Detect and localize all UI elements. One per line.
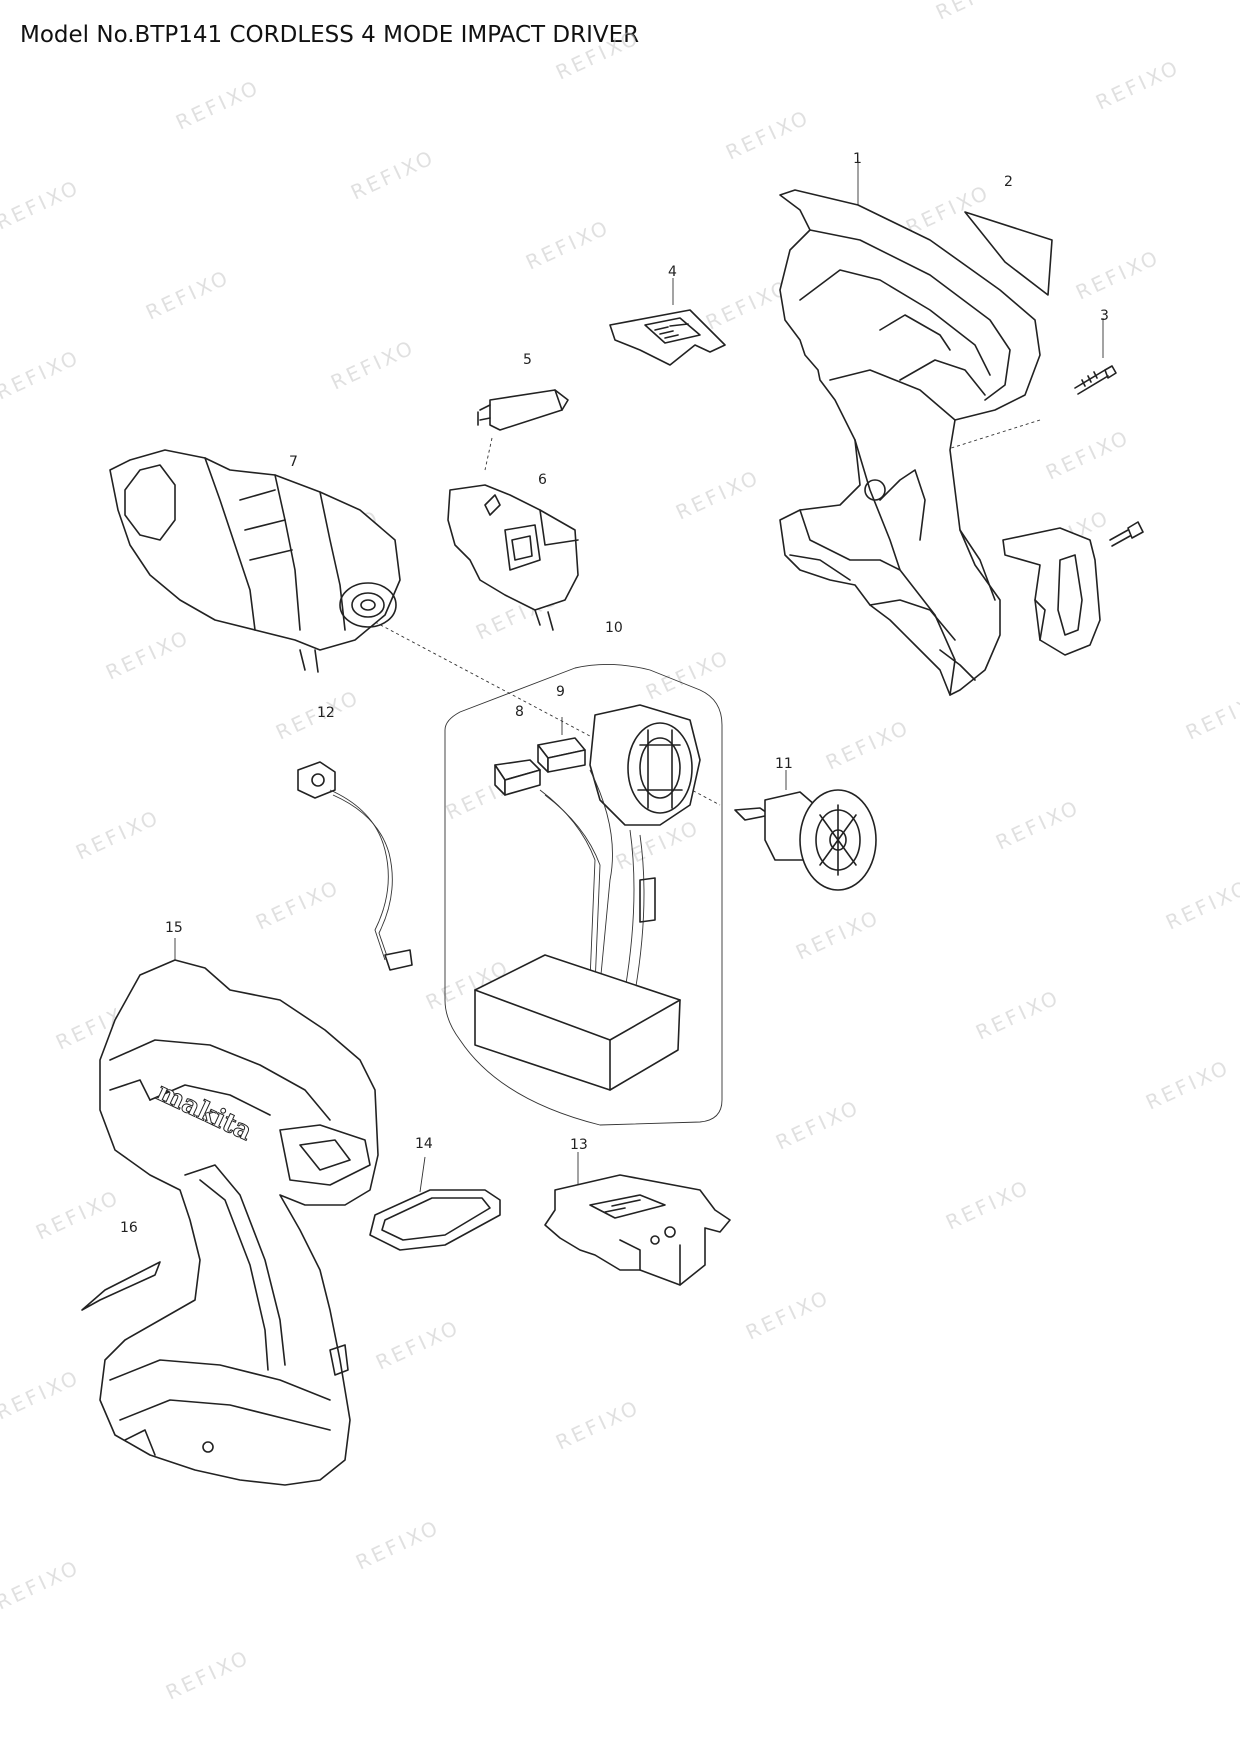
- watermark: REFIXO: [942, 1175, 1034, 1235]
- part-gear-assembly: [109, 449, 401, 673]
- part-slide-switch: [609, 309, 726, 366]
- part-label-9: 9: [556, 684, 565, 700]
- part-label-4: 4: [668, 264, 677, 280]
- watermark: REFIXO: [1162, 875, 1240, 935]
- part-name-plate-16: [81, 1261, 161, 1311]
- watermark: REFIXO: [142, 265, 234, 325]
- part-label-2: 2: [1004, 174, 1013, 190]
- part-label-11: 11: [775, 756, 793, 772]
- part-name-plate: [964, 211, 1053, 296]
- part-tapping-screw: [1074, 365, 1144, 547]
- watermark: REFIXO: [722, 105, 814, 165]
- part-sensor-9: [537, 737, 586, 773]
- part-number-labels: 1 2 3 4 5 6 7 8 9 10 11 12 13 14 15 16: [120, 151, 1109, 1236]
- watermark: REFIXO: [972, 985, 1064, 1045]
- watermark: REFIXO: [102, 625, 194, 685]
- part-label-8: 8: [515, 704, 524, 720]
- watermark: REFIXO: [792, 905, 884, 965]
- part-label-5: 5: [523, 352, 532, 368]
- part-reversing-lever: [477, 389, 569, 431]
- watermark: REFIXO: [1042, 425, 1134, 485]
- watermark: REFIXO: [772, 1095, 864, 1155]
- watermark: REFIXO: [1092, 55, 1184, 115]
- watermark: REFIXO: [0, 1365, 84, 1425]
- watermark: REFIXO: [992, 795, 1084, 855]
- part-label-16: 16: [120, 1220, 138, 1236]
- watermark: REFIXO: [162, 1645, 254, 1705]
- watermark: REFIXO: [552, 1395, 644, 1455]
- watermark: REFIXO: [702, 275, 794, 335]
- part-label-3: 3: [1100, 308, 1109, 324]
- part-label-6: 6: [538, 472, 547, 488]
- watermark: REFIXO: [742, 1285, 834, 1345]
- watermark: REFIXO: [642, 645, 734, 705]
- part-switch: [447, 484, 579, 631]
- watermark: REFIXO: [932, 0, 1024, 25]
- watermark: REFIXO: [0, 1555, 84, 1615]
- part-sensor-8: [494, 759, 541, 796]
- part-label-13: 13: [570, 1137, 588, 1153]
- part-label-15: 15: [165, 920, 183, 936]
- watermark: REFIXO: [347, 145, 439, 205]
- watermark: REFIXO: [1072, 245, 1164, 305]
- part-rotor: [734, 789, 877, 891]
- part-motor-housing: [779, 189, 1041, 696]
- watermark: REFIXO: [0, 175, 84, 235]
- watermark: REFIXO: [172, 75, 264, 135]
- part-housing-set: makita: [99, 959, 379, 1486]
- part-rubber-pin: [369, 1189, 501, 1251]
- watermark: REFIXO: [327, 335, 419, 395]
- watermark: REFIXO: [552, 25, 644, 85]
- page-title: Model No.BTP141 CORDLESS 4 MODE IMPACT D…: [20, 22, 640, 48]
- part-label-14: 14: [415, 1136, 433, 1152]
- watermark: REFIXO: [372, 1315, 464, 1375]
- watermark: REFIXO: [672, 465, 764, 525]
- part-label-10: 10: [605, 620, 623, 636]
- watermark: REFIXO: [522, 215, 614, 275]
- part-led-circuit: [297, 761, 413, 971]
- watermark: REFIXO: [1142, 1055, 1234, 1115]
- part-terminal: [544, 1174, 731, 1286]
- part-label-12: 12: [317, 705, 335, 721]
- watermark: REFIXO: [352, 1515, 444, 1575]
- watermark: REFIXO: [252, 875, 344, 935]
- part-label-1: 1: [853, 151, 862, 167]
- watermark: REFIXO: [72, 805, 164, 865]
- watermark: REFIXO: [0, 345, 84, 405]
- watermark: REFIXO: [1182, 685, 1240, 745]
- part-controller-group: [444, 663, 723, 1126]
- part-bracket: [1002, 527, 1101, 656]
- watermark: REFIXO: [32, 1185, 124, 1245]
- watermark: REFIXO: [822, 715, 914, 775]
- part-label-7: 7: [289, 454, 298, 470]
- part-stator: [589, 704, 701, 826]
